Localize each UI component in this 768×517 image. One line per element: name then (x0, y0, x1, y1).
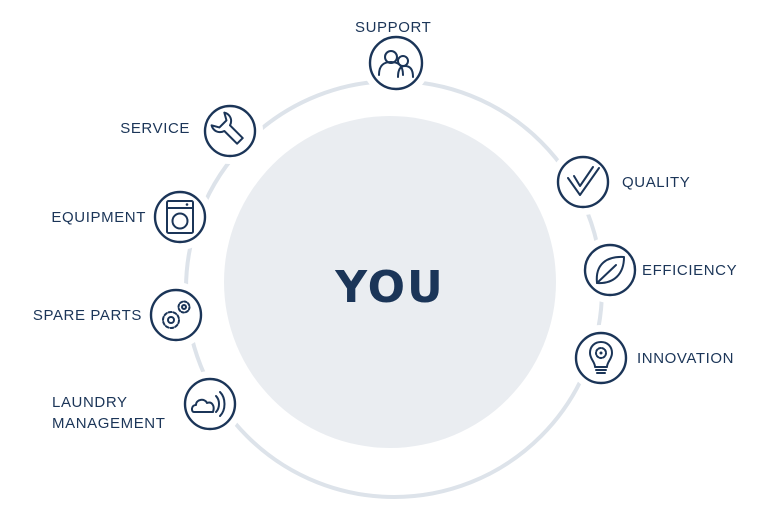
support-node (362, 29, 430, 97)
spare-parts-node (143, 282, 209, 348)
innovation-label: INNOVATION (637, 350, 735, 367)
center-label: YOU (334, 262, 444, 313)
support-label: SUPPORT (355, 19, 432, 36)
laundry-management-label: LAUNDRY MANAGEMENT (52, 392, 166, 434)
checkmark-icon (567, 166, 600, 196)
washing-machine-icon (166, 200, 194, 234)
equipment-node (147, 184, 213, 250)
leaf-icon (595, 255, 625, 285)
wrench-icon (210, 111, 244, 145)
center-disc (224, 116, 556, 448)
quality-label: QUALITY (622, 174, 691, 191)
laundry-management-label-line1: LAUNDRY (52, 394, 128, 411)
service-node (197, 98, 263, 164)
efficiency-node (577, 237, 643, 303)
gears-icon (162, 300, 191, 329)
equipment-label: EQUIPMENT (51, 209, 146, 226)
efficiency-label: EFFICIENCY (642, 262, 738, 279)
laundry-management-label-line2: MANAGEMENT (52, 415, 166, 432)
lightbulb-gear-icon (589, 341, 613, 374)
innovation-node (568, 325, 634, 391)
cloud-signal-icon (190, 391, 226, 417)
quality-node (550, 149, 616, 215)
service-label: SERVICE (120, 120, 190, 137)
spare-parts-label: SPARE PARTS (32, 307, 142, 324)
people-icon (378, 50, 414, 78)
laundry-management-node (177, 371, 243, 437)
